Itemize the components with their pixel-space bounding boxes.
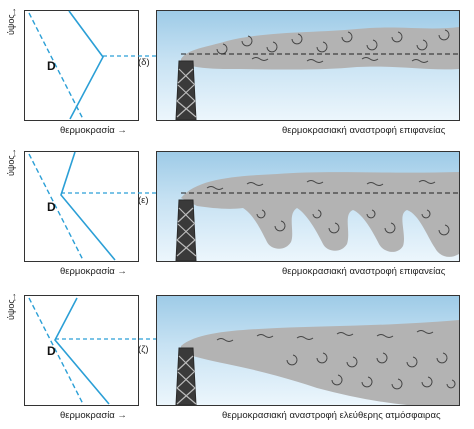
dry-adiabat-line bbox=[28, 12, 84, 120]
dry-adiabat-label: D bbox=[47, 344, 56, 358]
plume-scene bbox=[156, 10, 460, 121]
y-axis-label: ύψος bbox=[6, 155, 16, 176]
profile-lines bbox=[28, 10, 104, 120]
plume-illustration bbox=[175, 27, 459, 120]
scene-caption: θερμοκρασιακή αναστροφή ελεύθερης ατμόσφ… bbox=[222, 410, 441, 421]
dry-adiabat-label: D bbox=[47, 200, 56, 214]
chimney bbox=[175, 347, 197, 405]
panel-fanning: ↑ ύψος D (δ) bbox=[0, 0, 474, 143]
x-axis-label: θερμοκρασία → bbox=[60, 266, 127, 277]
dry-adiabat-label: D bbox=[47, 59, 56, 73]
panel-letter: (ζ) bbox=[138, 344, 149, 355]
dry-adiabat-line bbox=[28, 153, 84, 261]
panel-fumigation: ↑ ύψος D (ε) bbox=[0, 141, 474, 284]
environmental-profile-line bbox=[68, 10, 104, 120]
y-axis-label: ύψος bbox=[6, 14, 16, 35]
smoke-plume bbox=[181, 172, 459, 257]
x-axis-label: θερμοκρασία → bbox=[60, 125, 127, 136]
chimney bbox=[175, 60, 197, 120]
y-axis-arrow: ↑ bbox=[12, 6, 17, 16]
scene-caption: θερμοκρασιακή αναστροφή επιφανείας bbox=[282, 125, 446, 136]
panel-lofting: ↑ ύψος D (ζ) bbox=[0, 285, 474, 428]
plume-illustration bbox=[175, 320, 459, 405]
y-axis-label: ύψος bbox=[6, 299, 16, 320]
plume-scene bbox=[156, 295, 460, 406]
smoke-plume bbox=[181, 27, 459, 70]
panel-letter: (δ) bbox=[138, 57, 150, 68]
x-axis-label: θερμοκρασία → bbox=[60, 410, 127, 421]
y-axis-arrow: ↑ bbox=[12, 291, 17, 301]
environmental-profile-line bbox=[60, 151, 116, 261]
scene-caption: θερμοκρασιακή αναστροφή επιφανείας bbox=[282, 266, 446, 277]
plume-scene bbox=[156, 151, 460, 262]
y-axis-arrow: ↑ bbox=[12, 147, 17, 157]
temperature-profile-graph: D bbox=[24, 151, 139, 262]
profile-lines bbox=[28, 297, 110, 405]
chimney bbox=[175, 199, 197, 261]
temperature-profile-graph: D bbox=[24, 10, 139, 121]
environmental-profile-line bbox=[54, 297, 110, 405]
profile-lines bbox=[28, 151, 116, 261]
dry-adiabat-line bbox=[28, 297, 84, 405]
temperature-profile-graph: D bbox=[24, 295, 139, 406]
plume-illustration bbox=[175, 172, 459, 261]
panel-letter: (ε) bbox=[138, 195, 149, 206]
